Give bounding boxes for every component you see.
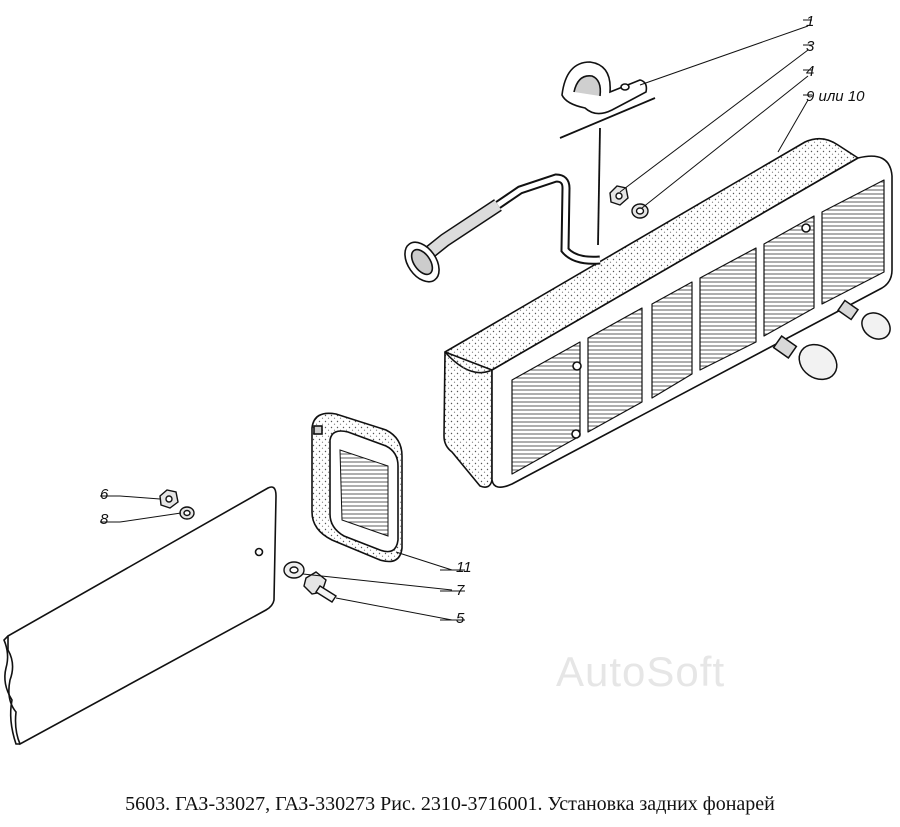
lamp-bulb-large [772, 335, 838, 381]
plate-nut [159, 489, 179, 509]
figure-caption: 5603. ГАЗ-33027, ГАЗ-330273 Рис. 2310-37… [125, 793, 775, 815]
lock-washer [631, 203, 649, 219]
license-plate-lamp [311, 412, 403, 563]
plate-washer [179, 506, 195, 520]
callout-4: 4 [806, 63, 814, 80]
harness-connector [404, 241, 440, 283]
callout-7: 7 [456, 582, 465, 599]
flat-washer [283, 561, 305, 579]
callout-6: 6 [100, 486, 109, 503]
watermark: AutoSoft [556, 648, 726, 695]
rear-lamp-housing [443, 137, 893, 488]
callout-3: 3 [806, 38, 815, 55]
nut [609, 185, 629, 206]
lamp-bulb-small [836, 299, 891, 340]
section-cut-line [559, 97, 656, 246]
callout-11: 11 [456, 559, 472, 576]
leader-lines [100, 19, 812, 621]
wire-clip [561, 61, 648, 115]
parts-diagram: 1 3 4 9 или 10 6 8 11 7 5 [3, 13, 893, 746]
callout-5: 5 [456, 610, 465, 627]
callout-1: 1 [806, 13, 814, 30]
callout-9-or-10: 9 или 10 [806, 88, 865, 105]
callout-8: 8 [100, 511, 109, 528]
mounting-screw [303, 571, 337, 603]
wire-harness [425, 173, 601, 265]
mounting-plate [3, 486, 277, 746]
